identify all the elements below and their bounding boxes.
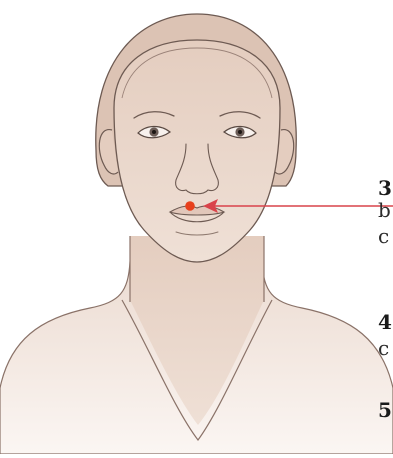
- step-number-4: 4: [378, 312, 392, 332]
- step-text-b: b: [378, 200, 391, 220]
- step-text-c2: c: [378, 338, 389, 358]
- pressure-point-dot: [185, 201, 195, 211]
- step-text-c: c: [378, 226, 389, 246]
- face: [114, 40, 280, 262]
- step-number-3: 3: [378, 178, 392, 198]
- step-number-5: 5: [378, 400, 392, 420]
